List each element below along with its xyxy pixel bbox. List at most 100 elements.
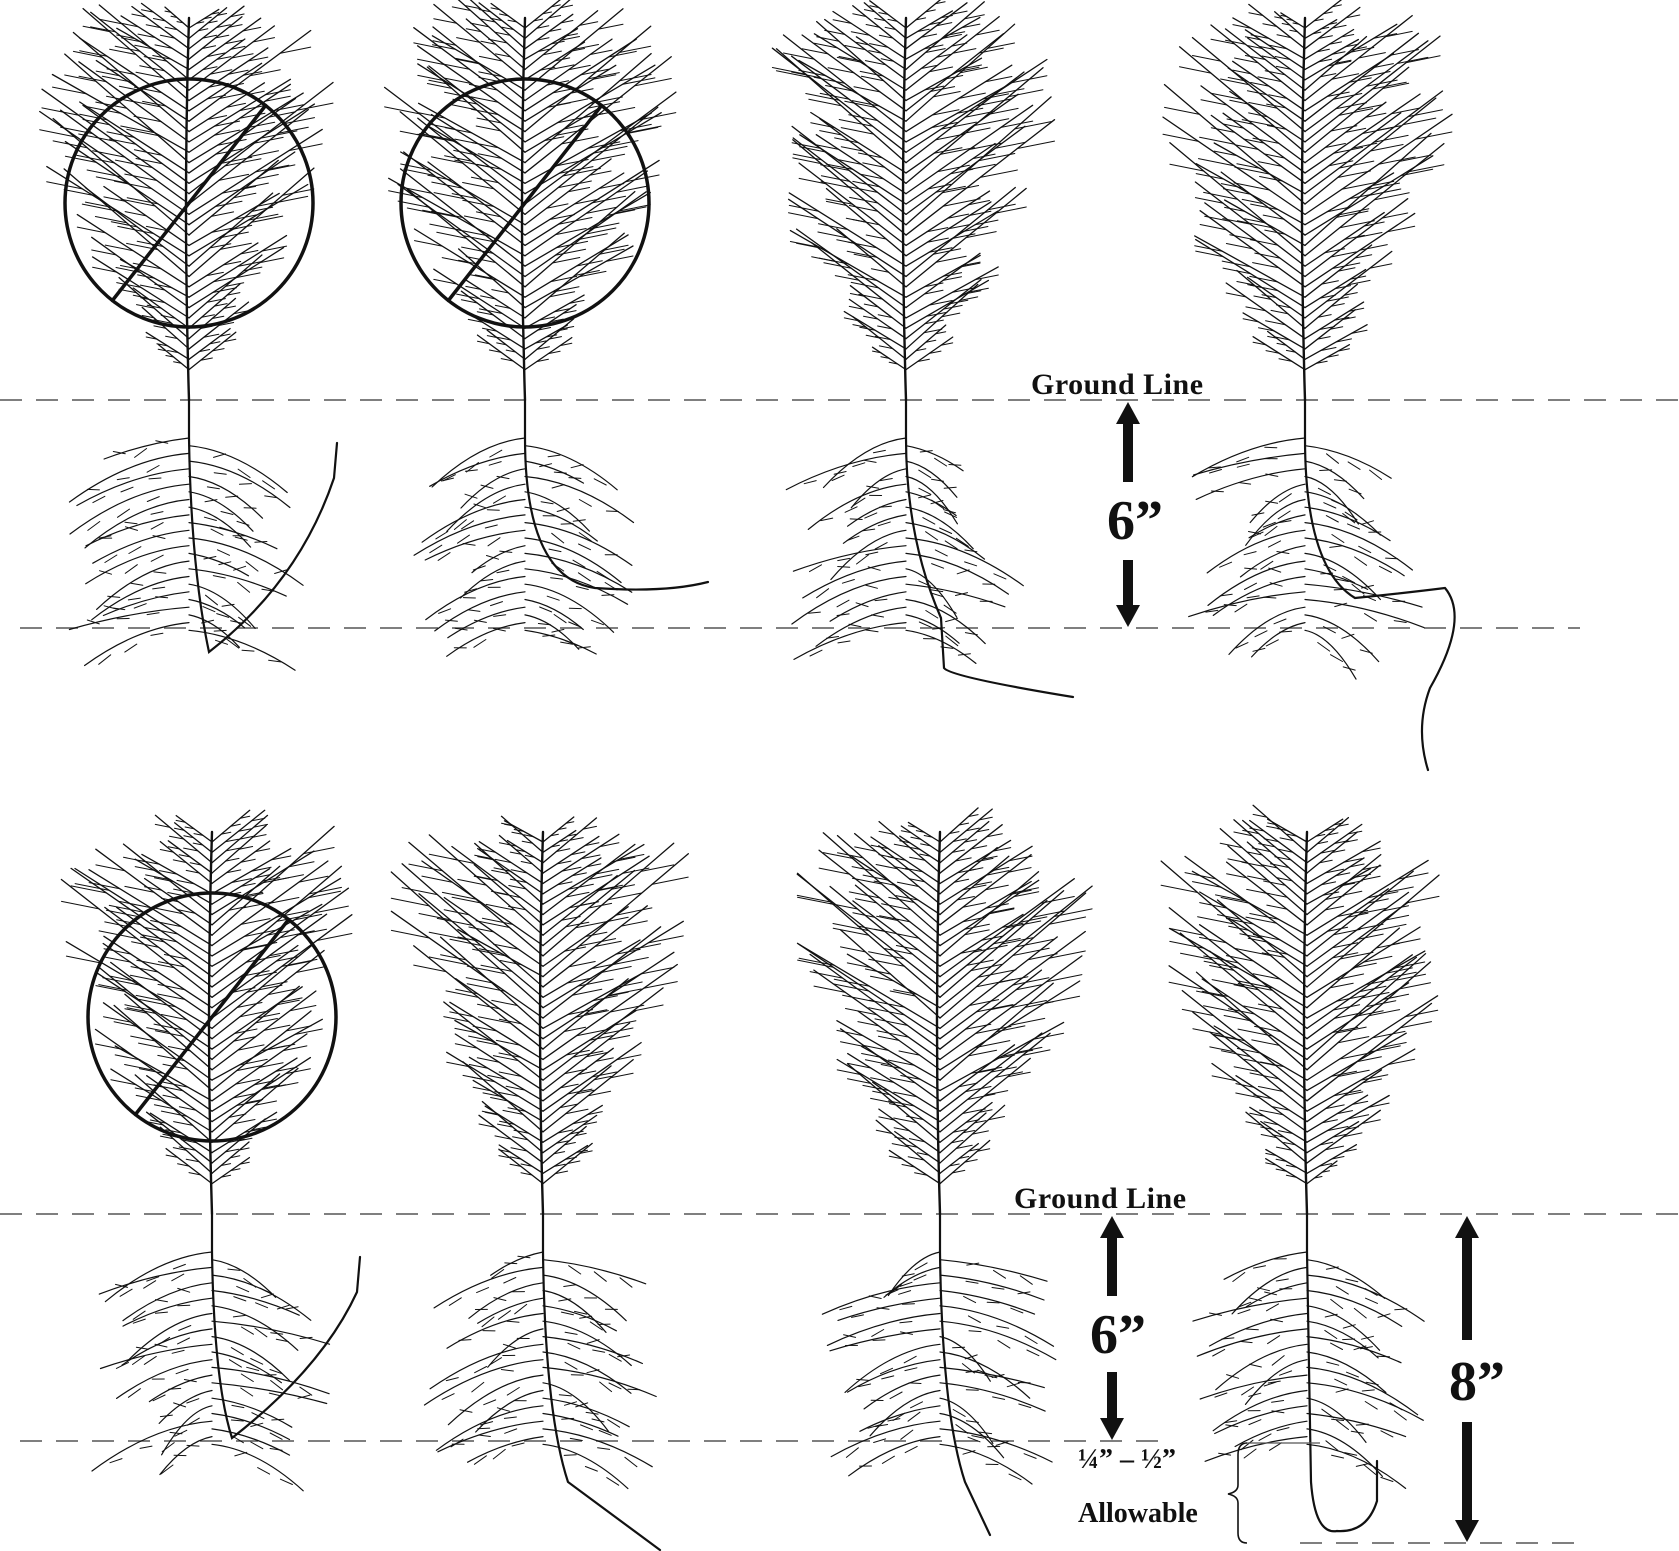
needle	[587, 1090, 612, 1097]
needle	[967, 287, 989, 293]
needle	[956, 896, 975, 901]
needle	[619, 74, 652, 82]
needle	[108, 904, 144, 913]
needle	[577, 978, 614, 987]
needle	[878, 1116, 895, 1121]
needle	[559, 342, 573, 347]
needle	[1316, 841, 1329, 845]
lateral-root	[542, 1274, 627, 1322]
lateral-root	[85, 514, 190, 547]
depth-label-bottom: 6”	[1090, 1304, 1146, 1366]
needle	[1343, 292, 1358, 296]
needle	[548, 336, 562, 340]
needle	[95, 985, 126, 992]
needle	[509, 878, 528, 883]
root-hair	[240, 1387, 254, 1397]
needle	[889, 1103, 907, 1108]
needle	[95, 1043, 126, 1051]
needle	[818, 223, 849, 230]
needle	[192, 842, 204, 846]
needle	[632, 1004, 664, 1012]
needle	[888, 1155, 903, 1160]
lateral-root	[429, 452, 526, 487]
needle	[169, 835, 185, 840]
needle	[1261, 864, 1278, 869]
needle	[124, 1008, 148, 1014]
root-hair	[597, 1447, 611, 1450]
needle	[1259, 46, 1276, 51]
lateral-root	[830, 1420, 941, 1458]
needle	[926, 227, 949, 233]
needle	[1012, 977, 1050, 986]
needle	[965, 163, 996, 171]
root-hair	[619, 1277, 633, 1288]
needle	[783, 52, 815, 60]
needle	[494, 304, 511, 309]
needle	[556, 860, 572, 865]
root-hair	[186, 1398, 200, 1404]
root-hair	[213, 472, 227, 475]
needle	[1347, 279, 1371, 286]
root-hair	[874, 542, 888, 550]
root-hair	[115, 1362, 129, 1369]
needle	[949, 1163, 960, 1167]
needle	[1361, 1119, 1381, 1124]
seedlings	[39, 0, 1456, 1551]
root-hair	[473, 1455, 487, 1465]
needle	[934, 1, 946, 5]
needle	[864, 968, 891, 975]
root-hair	[486, 555, 499, 560]
root-hair	[213, 629, 227, 632]
needle	[1168, 981, 1205, 990]
needle	[153, 325, 167, 329]
needle	[862, 874, 890, 881]
root-hair	[1326, 453, 1339, 464]
needle	[1246, 851, 1263, 856]
needle	[451, 6, 471, 11]
needle	[165, 1154, 179, 1158]
needle	[887, 18, 898, 22]
needle	[838, 56, 862, 62]
needle	[1232, 69, 1252, 75]
needle	[388, 190, 424, 199]
root-hair	[1221, 1337, 1235, 1340]
needle	[1168, 927, 1205, 936]
needle	[240, 883, 256, 887]
root-hair	[945, 635, 959, 647]
lateral-root	[211, 1351, 282, 1384]
needle	[466, 983, 506, 992]
needle	[91, 249, 117, 256]
lateral-root	[1208, 1312, 1308, 1347]
needle	[1236, 281, 1255, 286]
needle	[418, 913, 451, 921]
needle	[859, 70, 884, 77]
lateral-root	[542, 1336, 643, 1365]
lateral-root	[542, 1366, 657, 1398]
root-hair	[1219, 561, 1233, 568]
needle	[200, 357, 213, 361]
needle	[958, 1156, 970, 1159]
needle	[249, 69, 281, 77]
lateral-root	[96, 560, 190, 610]
needle	[441, 891, 477, 900]
root-hair	[444, 619, 458, 622]
needle	[476, 1057, 500, 1063]
root-hair	[203, 556, 217, 560]
needle	[201, 314, 215, 318]
root-hair	[948, 464, 962, 466]
needle	[580, 854, 601, 860]
lateral-root	[939, 1259, 1048, 1282]
needle	[1362, 1078, 1382, 1084]
needle	[472, 1086, 492, 1092]
root-hair	[589, 1321, 603, 1331]
needle	[1232, 24, 1252, 29]
needle	[832, 19, 852, 24]
needle	[840, 946, 866, 953]
root-hair	[606, 1477, 620, 1486]
root-hair	[150, 522, 164, 530]
needle	[549, 214, 575, 220]
lateral-root	[188, 491, 254, 532]
needle	[154, 44, 173, 49]
root-hair	[1380, 1430, 1394, 1438]
needle	[288, 143, 323, 152]
